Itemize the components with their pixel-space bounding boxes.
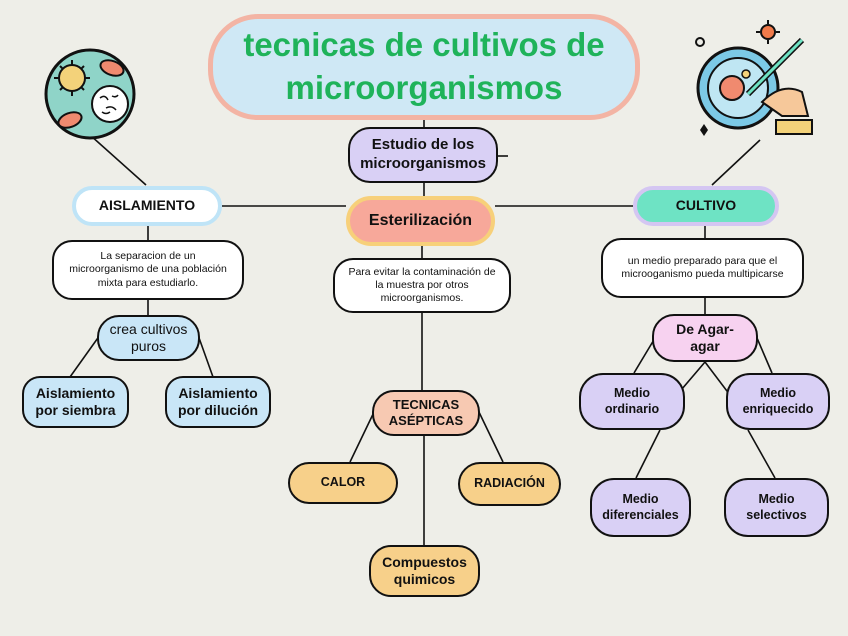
compuestos-node: Compuestos quimicos [369, 545, 480, 597]
medio-enriquecido-node: Medio enriquecido [726, 373, 830, 430]
calor-node: CALOR [288, 462, 398, 504]
page-title: tecnicas de cultivos de microorganismos [208, 14, 640, 120]
medio-diferenciales-node: Medio diferenciales [590, 478, 691, 537]
estudio-node: Estudio de los microorganismos [348, 127, 498, 183]
crea-cultivos-node: crea cultivos puros [97, 315, 200, 361]
radiacion-node: RADIACIÓN [458, 462, 561, 506]
cultivo-desc: un medio preparado para que el microogan… [601, 238, 804, 298]
esterilizacion-node: Esterilización [346, 196, 495, 246]
esterilizacion-desc: Para evitar la contaminación de la muest… [333, 258, 511, 313]
aislamiento-desc: La separacion de un microorganismo de un… [52, 240, 244, 300]
cultivo-node: CULTIVO [633, 186, 779, 226]
agar-agar-node: De Agar-agar [652, 314, 758, 362]
microbes-icon [44, 48, 136, 140]
tecnicas-asepticas-node: TECNICAS ASÉPTICAS [372, 390, 480, 436]
medio-ordinario-node: Medio ordinario [579, 373, 685, 430]
aislamiento-node: AISLAMIENTO [72, 186, 222, 226]
medio-selectivos-node: Medio selectivos [724, 478, 829, 537]
aislamiento-dilucion-node: Aislamiento por dilución [165, 376, 271, 428]
aislamiento-siembra-node: Aislamiento por siembra [22, 376, 129, 428]
petri-dish-icon [695, 20, 813, 136]
